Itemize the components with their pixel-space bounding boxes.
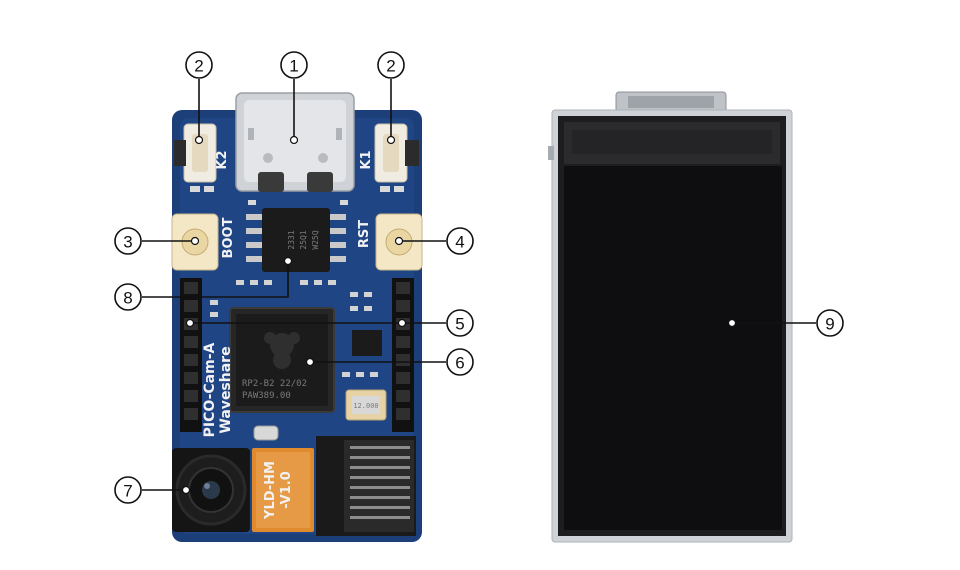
- lcd-module: [548, 91, 793, 543]
- camera-module: [172, 448, 250, 532]
- flash-chip-text-2: 25Q1: [299, 230, 308, 249]
- callout-7-number: 7: [123, 482, 132, 501]
- callout-1: 1: [280, 51, 308, 145]
- callout-2-left: 2: [185, 51, 213, 145]
- lcd-screen: [564, 166, 782, 530]
- rp-chip-line2: PAW389.00: [242, 391, 291, 401]
- callout-6: 6: [305, 348, 474, 376]
- crystal-text: 12.000: [353, 402, 378, 410]
- key2-button: [174, 123, 217, 183]
- small-crystal: [253, 425, 279, 441]
- callout-5-number: 5: [455, 315, 464, 334]
- key1-button: [374, 123, 419, 183]
- pico-cam-board: K2 K1 BOOT RST W25Q: [171, 92, 423, 542]
- callout-9-number: 9: [825, 315, 834, 334]
- camera-lens-icon: [202, 481, 220, 499]
- callout-3: 3: [114, 227, 200, 255]
- raspberry-logo-icon: [264, 332, 300, 369]
- key1-label: K1: [359, 150, 374, 169]
- boot-label: BOOT: [221, 217, 236, 258]
- pin-header-right: [392, 278, 414, 432]
- callout-2-right: 2: [377, 51, 405, 145]
- smd-components-top: [190, 186, 404, 205]
- board-brand-text: Waveshare: [218, 346, 234, 433]
- flex-text-1: YLD-HM: [263, 461, 278, 520]
- callout-2-left-number: 2: [194, 57, 203, 76]
- pin-header-left: [180, 278, 202, 432]
- callout-6-number: 6: [455, 354, 464, 373]
- callout-1-number: 1: [289, 57, 298, 76]
- board-name-text: PICO-Cam-A: [202, 343, 218, 438]
- callout-3-number: 3: [123, 233, 132, 252]
- smd-components-middle: [210, 280, 378, 377]
- callout-8: 8: [114, 256, 293, 311]
- fpc-connector: [316, 436, 416, 536]
- callout-8-number: 8: [123, 289, 132, 308]
- rp2040-chip: RP2-B2 22/02 PAW389.00: [229, 307, 335, 413]
- callout-5: 5: [185, 309, 474, 337]
- callout-9: 9: [727, 309, 844, 337]
- camera-flex-cable: YLD-HM -V1.0: [252, 448, 314, 532]
- flash-chip: W25Q 25Q1 2331: [246, 208, 346, 272]
- flash-chip-text-1: W25Q: [311, 230, 320, 249]
- small-ic: [352, 330, 382, 356]
- flash-chip-text-3: 2331: [287, 230, 296, 249]
- reset-label: RST: [357, 220, 372, 248]
- callout-4: 4: [394, 227, 474, 255]
- crystal-oscillator: 12.000: [345, 389, 387, 421]
- callout-7: 7: [114, 476, 191, 504]
- callout-2-right-number: 2: [386, 57, 395, 76]
- callout-4-number: 4: [455, 233, 464, 252]
- flex-text-2: -V1.0: [279, 471, 294, 509]
- key2-label: K2: [215, 150, 230, 169]
- rp-chip-line1: RP2-B2 22/02: [242, 379, 307, 389]
